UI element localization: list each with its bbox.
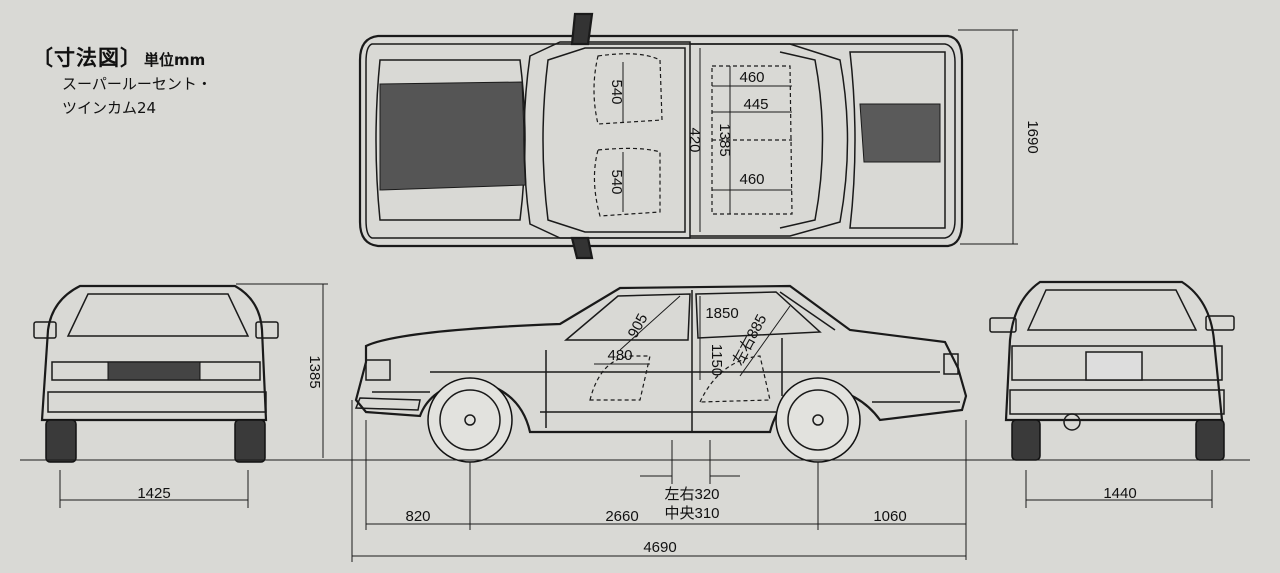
dim-front-headroom: 905: [625, 311, 652, 341]
model-name-line2: ツインカム24: [62, 99, 157, 117]
diagram-header: 〔寸法図〕単位mm スーパールーセント・ ツインカム24: [32, 42, 212, 120]
dim-rear-445: 445: [743, 96, 768, 113]
dim-cabin-1385: 1385: [716, 123, 733, 156]
unit-label: 単位mm: [144, 51, 206, 69]
side-view: [340, 284, 1000, 562]
front-view: [20, 283, 340, 508]
top-view: [358, 12, 1018, 260]
dim-interior-length: 1850: [705, 305, 738, 322]
dim-console-420: 420: [686, 127, 703, 152]
dim-seat-height: 480: [607, 347, 632, 364]
dim-rear-460-bottom: 460: [739, 171, 764, 188]
dim-rear-tread: 1440: [1103, 485, 1136, 502]
dim-front-tread: 1425: [137, 485, 170, 502]
dim-interior-height: 1150: [708, 344, 725, 376]
dim-seat-lr: 左右320: [664, 486, 719, 503]
dim-front-seat-width: 540: [608, 79, 625, 104]
dim-front-overhang: 820: [405, 508, 430, 525]
dim-rear-460-top: 460: [739, 69, 764, 86]
dim-seat-center: 中央310: [664, 505, 719, 522]
dim-rear-overhang: 1060: [873, 508, 906, 525]
diagram-title: 〔寸法図〕: [32, 46, 142, 70]
dim-overall-width: 1690: [1024, 120, 1041, 153]
dim-wheelbase: 2660: [605, 508, 638, 525]
model-name-line1: スーパールーセント・: [62, 75, 212, 93]
dim-overall-height: 1385: [306, 355, 323, 388]
rear-view: [989, 280, 1250, 508]
dim-overall-length: 4690: [643, 539, 676, 556]
dim-front-seat-width-2: 540: [608, 169, 625, 194]
